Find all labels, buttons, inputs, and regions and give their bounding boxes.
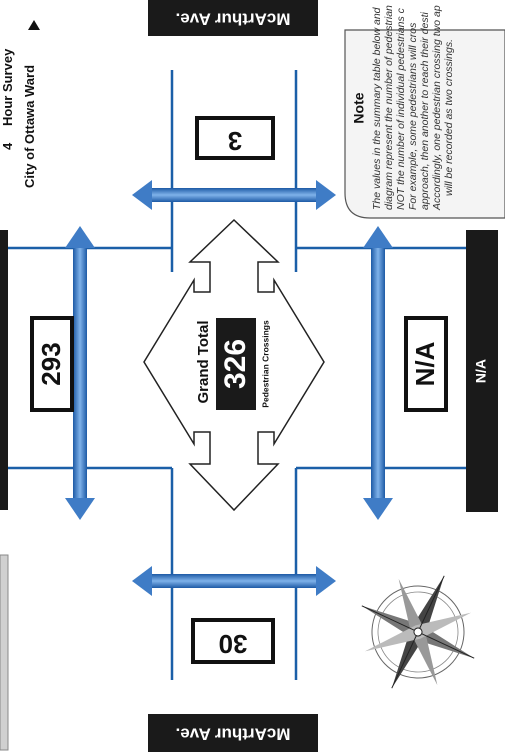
grand-total-label: Grand Total	[195, 320, 212, 403]
header-line1-num: 4	[0, 142, 15, 150]
note-line-6: Accordingly, one pedestrian crossing two…	[431, 5, 443, 211]
header-line2: City of Ottawa Ward	[22, 65, 37, 188]
count-box-west: 293	[32, 318, 72, 410]
header-line1-text: Hour Survey	[0, 48, 15, 126]
note-line-7: will be recorded as two crossings.	[443, 39, 455, 196]
crosswalk-arrow-south	[132, 566, 336, 596]
svg-text:293: 293	[36, 342, 66, 385]
crosswalk-arrow-north	[132, 180, 336, 210]
count-box-south: 30	[193, 620, 273, 662]
svg-text:30: 30	[219, 629, 248, 659]
note-title: Note	[351, 92, 367, 123]
street-label-right: N/A	[473, 359, 489, 383]
note-line-2: diagram represent the number of pedestri…	[383, 5, 395, 210]
left-edge-panel	[0, 555, 8, 750]
compass-rose-icon	[336, 550, 501, 715]
note-line-4: For example, some pedestrians will cros	[407, 22, 419, 210]
crosswalk-arrow-east	[363, 226, 393, 520]
note-line-1: The values in the summary table below an…	[371, 6, 383, 210]
note-line-5: approach, then another to reach their de…	[419, 11, 431, 210]
note-panel: Note The values in the summary table bel…	[345, 5, 505, 218]
street-label-top: McArthur Ave.	[176, 10, 291, 29]
left-edge-bar	[0, 230, 8, 510]
count-box-north: 3	[197, 118, 273, 158]
grand-total-value: 326	[219, 339, 252, 389]
svg-text:N/A: N/A	[410, 341, 440, 386]
triangle-right-icon	[28, 20, 40, 30]
svg-text:3: 3	[228, 126, 242, 156]
note-line-3: NOT the number of individual pedestrians…	[395, 7, 407, 210]
grand-total-sublabel: Pedestrian Crossings	[260, 320, 270, 408]
survey-header: 4 Hour Survey City of Ottawa Ward	[0, 20, 40, 188]
count-box-east: N/A	[406, 318, 446, 410]
street-label-bottom: McArthur Ave.	[176, 725, 291, 744]
